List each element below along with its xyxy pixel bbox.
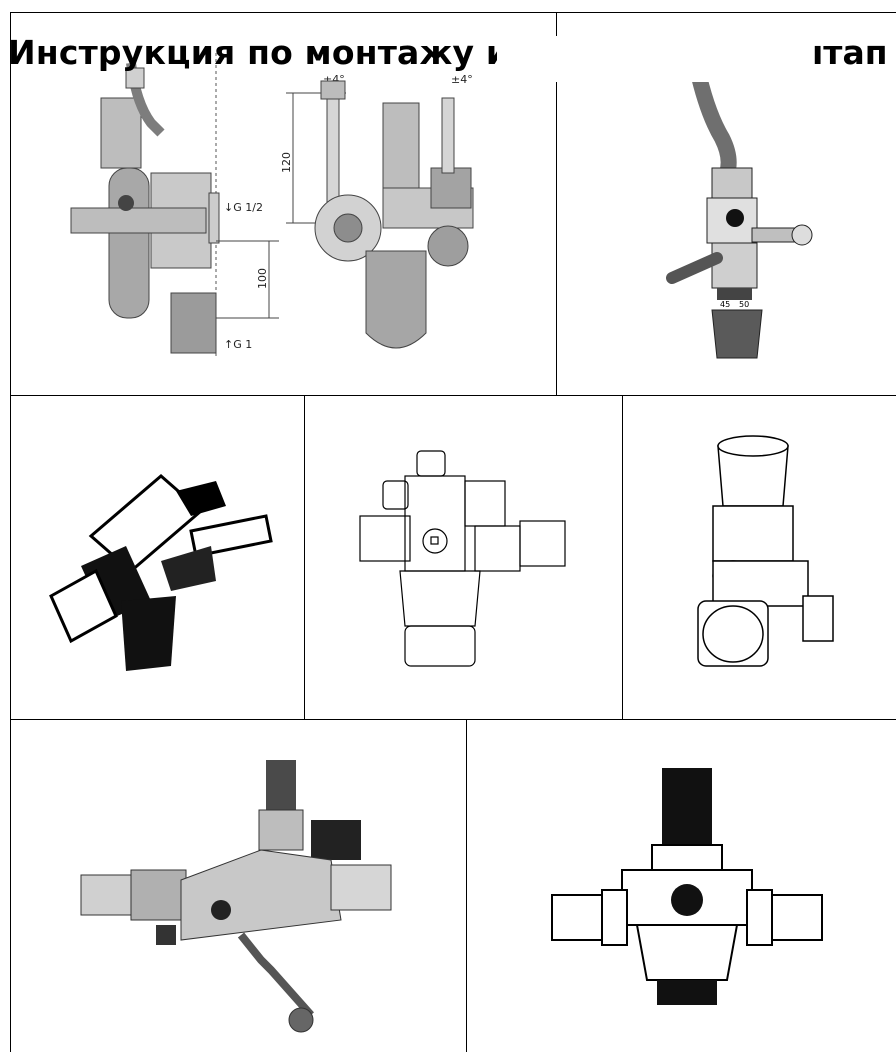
grid-divider-r3 [466, 719, 467, 1052]
valve-assembly-svg [80, 760, 392, 1033]
grid-divider-r1 [556, 12, 557, 395]
dim-100: 100 [256, 268, 269, 289]
title-tail: ıтап [812, 36, 888, 69]
dim-120: 120 [280, 152, 293, 173]
dim-angle-right: ±4° [451, 73, 473, 86]
grid-divider-row2 [10, 719, 896, 720]
dim-g12: ↓G 1/2 [224, 201, 263, 214]
figure-valve-regulator: 45 50 [557, 13, 896, 395]
outline-valve-svg [359, 450, 566, 667]
grid-divider-row1 [10, 395, 896, 396]
pressure-reducer-svg [551, 768, 823, 1005]
dim-g1: ↑G 1 [224, 338, 252, 351]
figure-outline-valve [305, 396, 622, 719]
scale-mark-50: 50 [739, 300, 749, 309]
figure-dimension-drawing: 100 120 ↓G 1/2 ↑G 1 ±4° ±4° [11, 13, 556, 395]
figure-fitting [623, 396, 896, 719]
figure-pressure-reducer [467, 720, 896, 1052]
figure-valve-assembly [11, 720, 466, 1052]
dimension-drawing-svg: 100 120 ↓G 1/2 ↑G 1 ±4° ±4° [70, 53, 474, 358]
angle-valve-svg [49, 474, 273, 671]
fitting-svg [697, 435, 834, 667]
title-overlap-mask [497, 36, 815, 82]
scale-mark-45: 45 [720, 300, 730, 309]
valve-regulator-svg: 45 50 [666, 51, 813, 359]
grid-divider-r2a [304, 395, 305, 719]
grid-divider-r2b [622, 395, 623, 719]
figure-angle-valve [11, 396, 304, 719]
figure-grid-frame [10, 12, 896, 1052]
